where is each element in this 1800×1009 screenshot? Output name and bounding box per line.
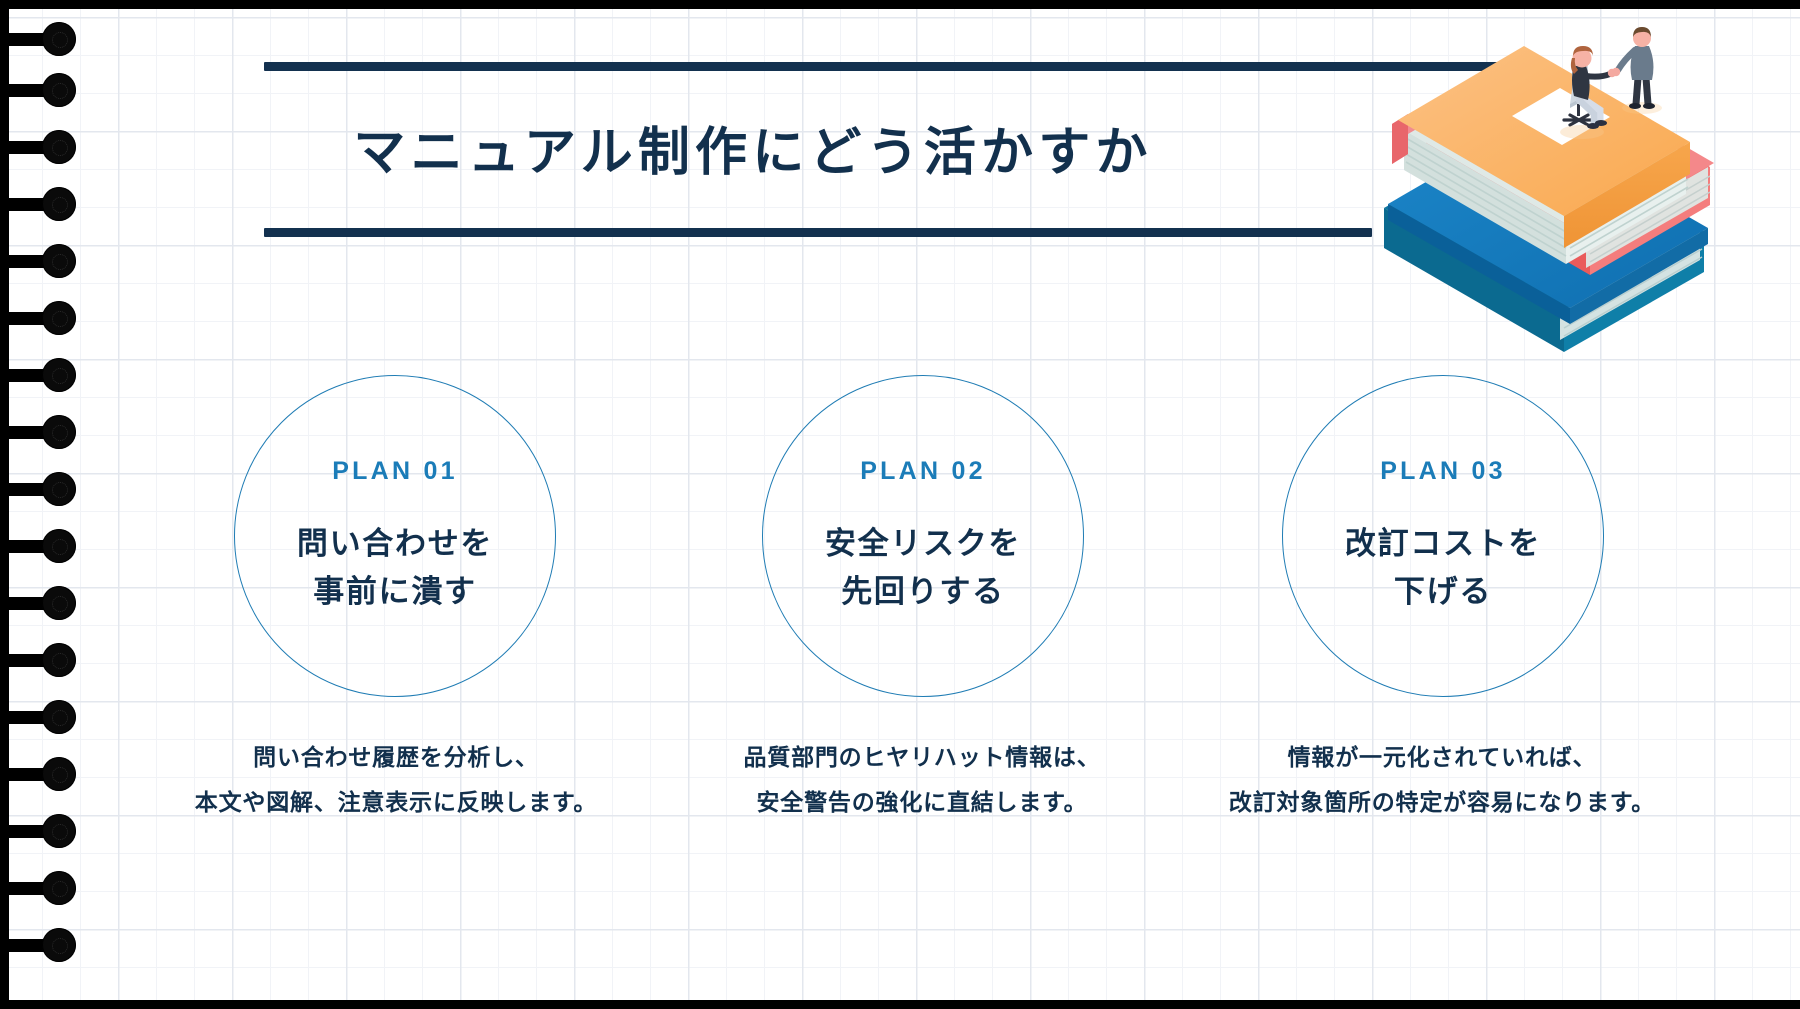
spiral-ring-hole	[42, 358, 76, 392]
spiral-ring	[0, 472, 80, 506]
title-rule-top	[264, 62, 1539, 71]
spiral-ring-hole	[42, 700, 76, 734]
spiral-ring-hole	[42, 472, 76, 506]
spiral-ring-hole	[42, 22, 76, 56]
spiral-ring-hole	[42, 643, 76, 677]
plan-headline-01: 問い合わせを 事前に潰す	[296, 526, 494, 609]
title-rule-bottom	[264, 228, 1372, 237]
stacked-books-svg	[1384, 27, 1714, 352]
plan-caption-01: 問い合わせ履歴を分析し、 本文や図解、注意表示に反映します。	[194, 744, 598, 815]
plan-headline-03: 改訂コストを 下げる	[1344, 526, 1542, 609]
spiral-ring	[0, 757, 80, 791]
plan-label-03: PLAN 03	[1380, 457, 1506, 486]
spiral-ring	[0, 415, 80, 449]
spiral-ring	[0, 358, 80, 392]
spiral-ring-hole	[42, 757, 76, 791]
plan-caption-02: 品質部門のヒヤリハット情報は、 安全警告の強化に直結します。	[743, 744, 1101, 815]
stacked-books-illustration	[1374, 20, 1714, 355]
page-title: マニュアル制作にどう活かすか	[353, 124, 1153, 182]
spiral-ring-hole	[42, 244, 76, 278]
spiral-ring	[0, 301, 80, 335]
spiral-ring-hole	[42, 73, 76, 107]
plan-circle-01[interactable]: PLAN 01 問い合わせを 事前に潰す	[234, 375, 556, 697]
spiral-ring	[0, 22, 80, 56]
plan-captions-row: 問い合わせ履歴を分析し、 本文や図解、注意表示に反映します。 品質部門のヒヤリハ…	[96, 735, 1800, 845]
plan-label-01: PLAN 01	[332, 457, 458, 486]
spiral-ring	[0, 814, 80, 848]
spiral-ring-hole	[42, 415, 76, 449]
spiral-ring-hole	[42, 814, 76, 848]
plan-caption-03: 情報が一元化されていれば、 改訂対象箇所の特定が容易になります。	[1228, 744, 1656, 815]
spiral-ring	[0, 73, 80, 107]
spiral-binding	[0, 0, 96, 1009]
plan-headline-02: 安全リスクを 先回りする	[824, 526, 1022, 609]
spiral-ring-hole	[42, 928, 76, 962]
spiral-ring-hole	[42, 586, 76, 620]
spiral-ring	[0, 187, 80, 221]
plan-circle-02[interactable]: PLAN 02 安全リスクを 先回りする	[762, 375, 1084, 697]
spiral-ring	[0, 244, 80, 278]
spiral-ring-hole	[42, 187, 76, 221]
letterbox-bar-top	[0, 0, 1800, 9]
spiral-ring	[0, 928, 80, 962]
letterbox-bar-bottom	[0, 1000, 1800, 1009]
spiral-ring	[0, 130, 80, 164]
spiral-ring-hole	[42, 301, 76, 335]
plan-circle-03[interactable]: PLAN 03 改訂コストを 下げる	[1282, 375, 1604, 697]
notebook-left-edge	[0, 0, 9, 1009]
spiral-ring-hole	[42, 130, 76, 164]
spiral-ring	[0, 871, 80, 905]
title-block: マニュアル制作にどう活かすか	[264, 62, 1539, 237]
spiral-ring-hole	[42, 529, 76, 563]
spiral-ring	[0, 586, 80, 620]
spiral-ring	[0, 700, 80, 734]
spiral-ring-hole	[42, 871, 76, 905]
plan-label-02: PLAN 02	[860, 457, 986, 486]
spiral-ring	[0, 643, 80, 677]
spiral-ring	[0, 529, 80, 563]
plan-circles-row: PLAN 01 問い合わせを 事前に潰す PLAN 02 安全リスクを 先回りす…	[96, 375, 1800, 705]
